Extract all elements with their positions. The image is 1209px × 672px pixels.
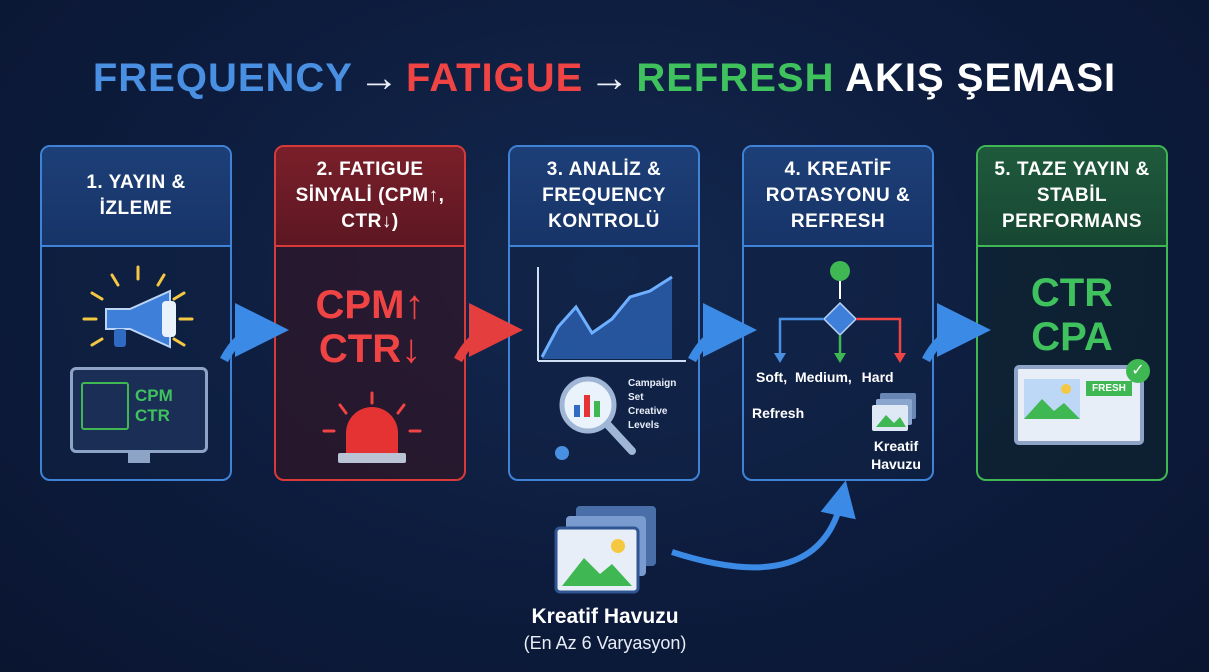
step-1-heading: 1. YAYIN & İZLEME xyxy=(42,147,230,247)
arrow-4-5 xyxy=(922,303,991,363)
step-3-heading: 3. ANALİZ & FREQUENCY KONTROLÜ xyxy=(510,147,698,247)
monitor-stand xyxy=(128,453,150,463)
arrow-1-2 xyxy=(220,303,289,363)
fresh-monitor: FRESH xyxy=(1014,365,1144,445)
step-4-heading: 4. KREATİF ROTASYONU & REFRESH xyxy=(744,147,932,247)
title-fatigue: FATIGUE xyxy=(405,56,584,100)
pool-arrow xyxy=(671,480,856,571)
title-arrow-2: → xyxy=(589,56,631,100)
landscape-icon xyxy=(1024,379,1080,419)
pool-label: Kreatif Havuzu xyxy=(531,605,679,628)
step-2-heading: 2. FATIGUE SİNYALİ (CPM↑, CTR↓) xyxy=(276,147,464,247)
card-pool-label: Kreatif Havuzu xyxy=(871,438,921,472)
step-card-4: 4. KREATİF ROTASYONU & REFRESH Soft, Med… xyxy=(742,145,934,481)
refresh-label: Refresh xyxy=(752,405,805,421)
branch-soft: Soft, xyxy=(756,369,788,385)
pool-sublabel: (En Az 6 Varyasyon) xyxy=(523,633,687,653)
page-title: FREQUENCY→FATIGUE→REFRESH AKIŞ ŞEMASI xyxy=(0,56,1209,101)
level-set: Set xyxy=(628,392,644,403)
flowchart-icon xyxy=(774,261,906,363)
siren-icon xyxy=(322,391,422,463)
step-card-2: 2. FATIGUE SİNYALİ (CPM↑, CTR↓) CPM↑ CTR… xyxy=(274,145,466,481)
title-arrow-1: → xyxy=(358,56,400,100)
arrow-2-3 xyxy=(454,303,523,363)
fatigue-cpm: CPM↑ xyxy=(315,283,425,327)
title-suffix: AKIŞ ŞEMASI xyxy=(845,56,1117,100)
title-refresh: REFRESH xyxy=(636,56,835,100)
fresh-badge: FRESH xyxy=(1086,381,1132,396)
fatigue-ctr: CTR↓ xyxy=(318,327,422,371)
branch-medium: Medium, xyxy=(795,369,852,385)
branch-hard: Hard xyxy=(861,369,894,385)
arrow-3-4 xyxy=(688,303,757,363)
step-card-5: 5. TAZE YAYIN & STABİL PERFORMANS CTR CP… xyxy=(976,145,1168,481)
step-card-3: 3. ANALİZ & FREQUENCY KONTROLÜ Campaign … xyxy=(508,145,700,481)
level-levels: Levels xyxy=(628,420,660,431)
result-cpa: CPA xyxy=(1031,315,1113,359)
monitor: CPM CTR xyxy=(70,367,208,453)
area-chart-icon xyxy=(537,267,686,362)
step-5-heading: 5. TAZE YAYIN & STABİL PERFORMANS xyxy=(978,147,1166,247)
monitor-cpm: CPM xyxy=(135,386,173,405)
trend-chart-icon xyxy=(81,382,129,430)
magnifier-chart-icon xyxy=(555,376,636,460)
monitor-ctr: CTR xyxy=(135,406,170,425)
result-ctr: CTR xyxy=(1030,271,1114,315)
level-creative: Creative xyxy=(628,406,668,417)
level-campaign: Campaign xyxy=(628,378,677,389)
title-frequency: FREQUENCY xyxy=(92,56,353,100)
step-card-1: 1. YAYIN & İZLEME CPM CTR xyxy=(40,145,232,481)
megaphone-icon xyxy=(82,265,194,349)
image-stack-small-icon xyxy=(872,393,916,431)
check-icon: ✓ xyxy=(1126,359,1150,383)
image-stack-icon xyxy=(554,506,656,594)
